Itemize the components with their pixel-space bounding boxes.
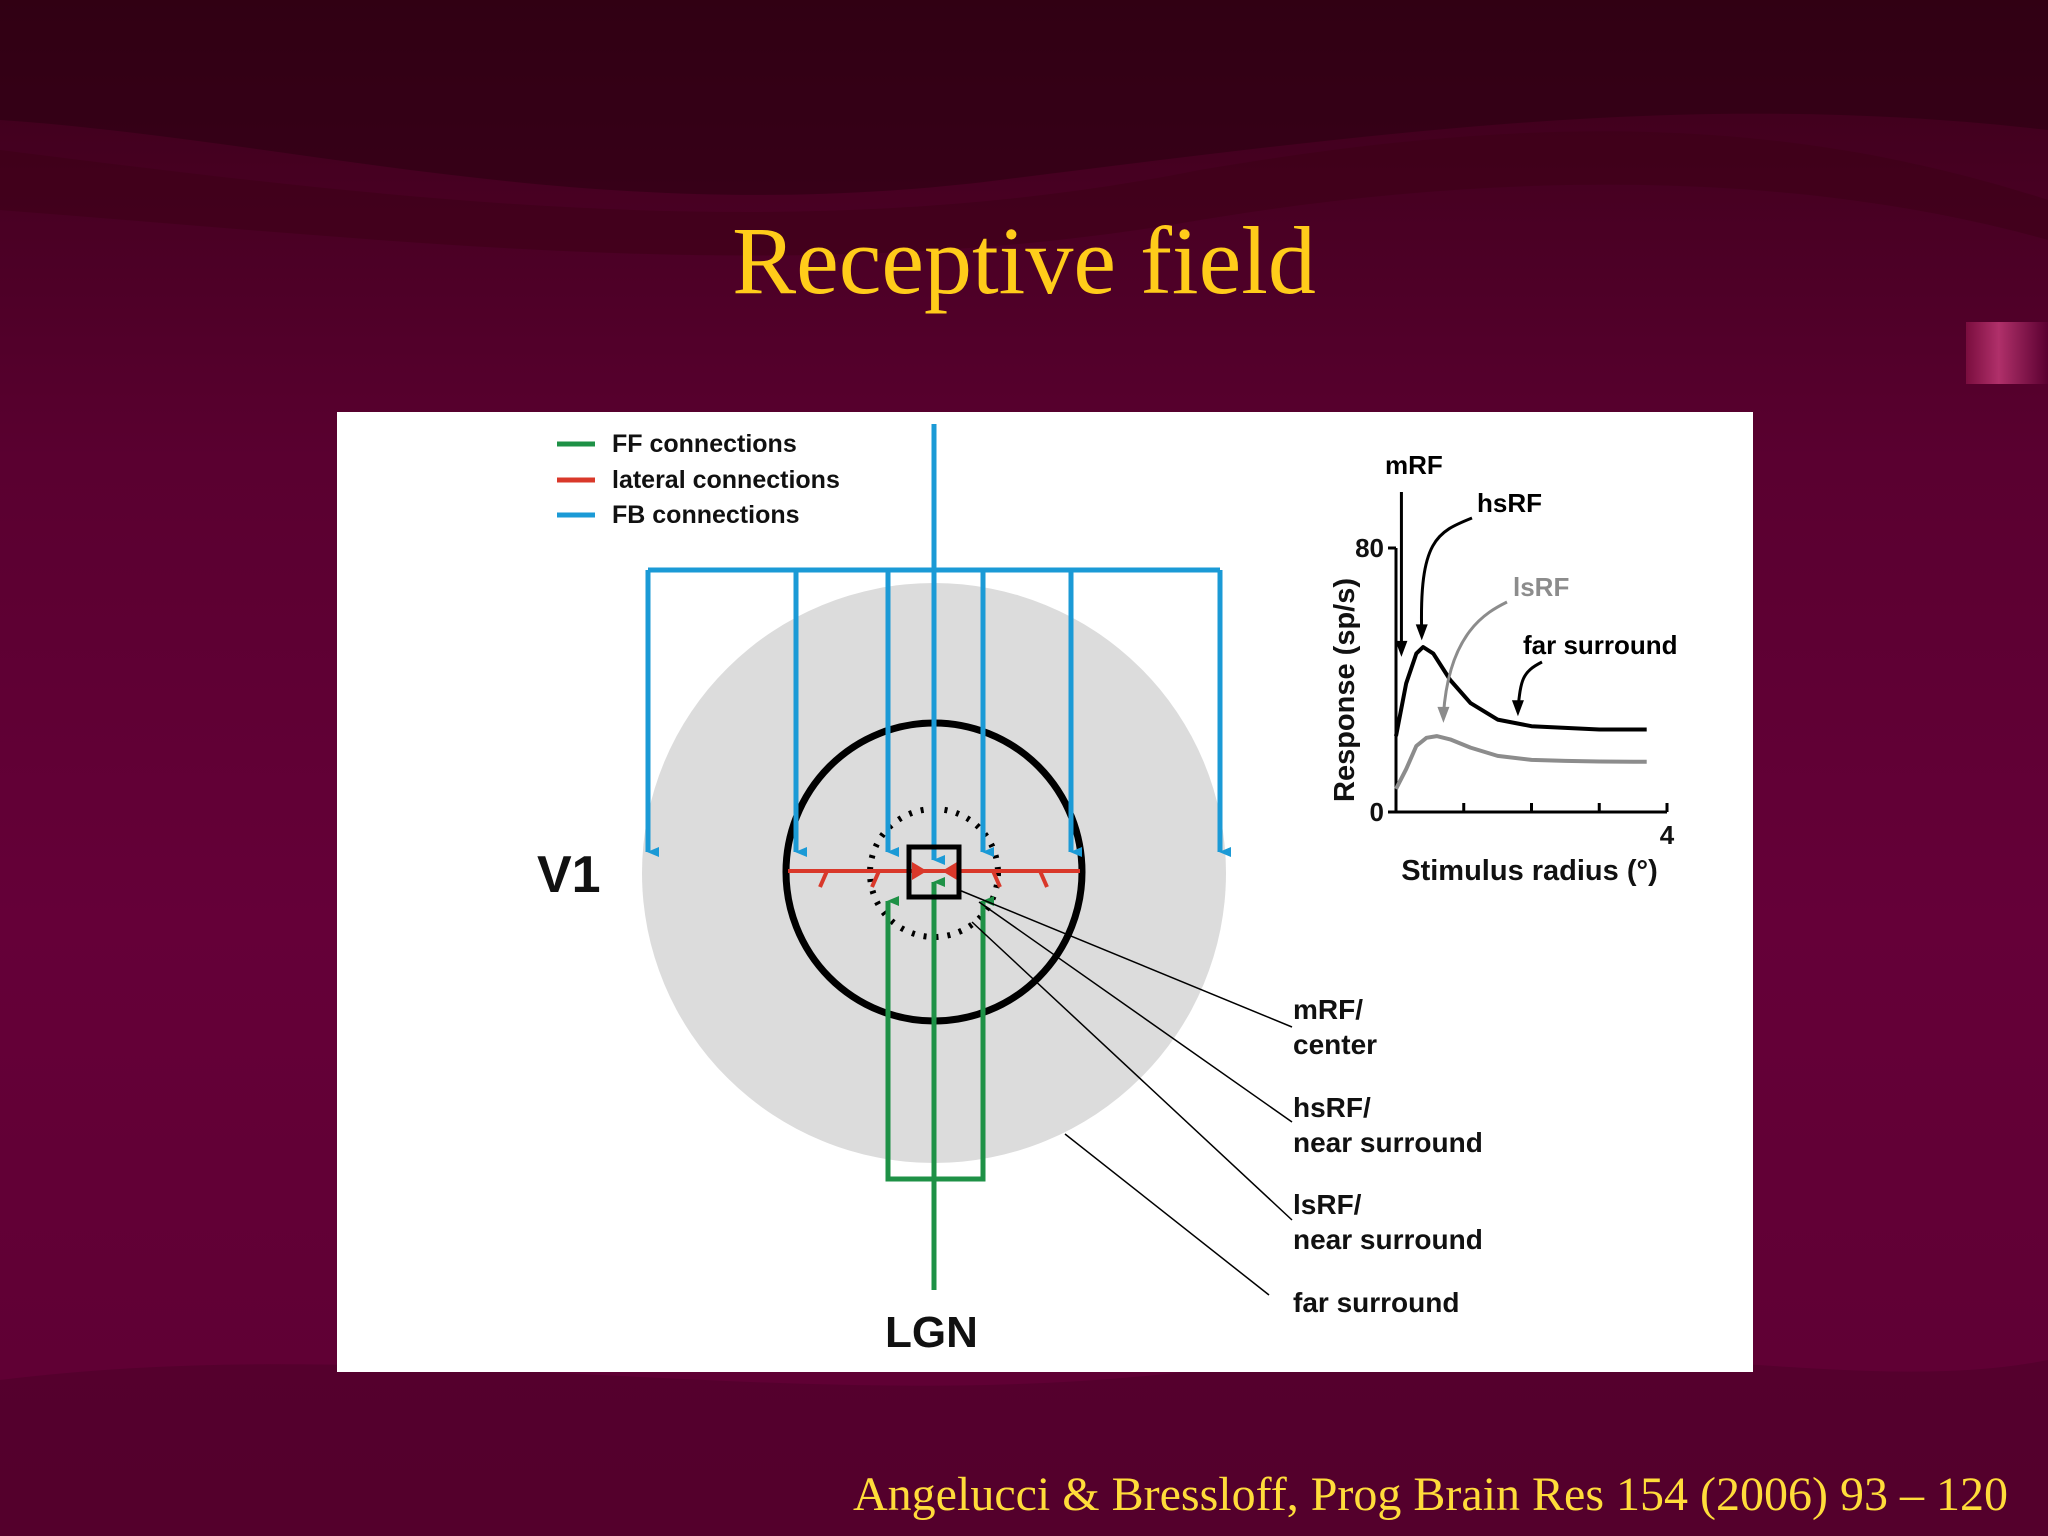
- side-decoration: [1966, 322, 2048, 384]
- annotation-arrowhead: [1415, 624, 1428, 641]
- fb-connections: [645, 424, 1231, 865]
- legend-label-fb: FB connections: [612, 501, 800, 529]
- callout-hsrf-line1: hsRF/: [1293, 1092, 1371, 1123]
- annotation-arrowhead: [1511, 700, 1524, 717]
- label-v1: V1: [537, 846, 601, 904]
- series-line-1: [1394, 734, 1647, 790]
- background-wave-bottom: [0, 1352, 2048, 1536]
- y-axis-label: Response (sp/s): [1329, 578, 1361, 802]
- annotation-arrow: [1441, 600, 1508, 716]
- lateral-connections: [788, 862, 1080, 888]
- mrf-center-square: [906, 844, 962, 900]
- annotation-arrowhead: [1437, 706, 1450, 723]
- callout-hsrf: hsRF/ near surround: [1293, 1092, 1483, 1158]
- background-wave-band: [0, 131, 2048, 256]
- annotation-label: hsRF: [1477, 488, 1542, 518]
- ff-connections: [885, 877, 994, 1290]
- legend-label-lateral: lateral connections: [612, 466, 840, 494]
- legend-label-ff: FF connections: [612, 430, 797, 458]
- x-axis-label: Stimulus radius (°): [1401, 855, 1658, 887]
- annotation-label: lsRF: [1513, 572, 1569, 602]
- annotation-arrowhead: [1395, 640, 1408, 657]
- callout-lsrf: lsRF/ near surround: [1293, 1189, 1483, 1255]
- callout-lsrf-line2: near surround: [1293, 1224, 1483, 1255]
- receptive-field-diagram: FF connections lateral connections FB co…: [537, 424, 1678, 1357]
- slide-title: Receptive field: [732, 207, 1316, 314]
- callout-hsrf-line2: near surround: [1293, 1127, 1483, 1158]
- x-tick-label: 4: [1660, 820, 1675, 850]
- callout-mrf-line1: mRF/: [1293, 994, 1363, 1025]
- background-wave-top: [0, 0, 2048, 195]
- y-tick-label: 80: [1355, 533, 1384, 563]
- annotation-arrow: [1419, 516, 1473, 635]
- figure-panel: FF connections lateral connections FB co…: [337, 412, 1753, 1372]
- annotation-label: far surround: [1523, 630, 1678, 660]
- callout-lsrf-line1: lsRF/: [1293, 1189, 1362, 1220]
- y-tick-label: 0: [1370, 797, 1384, 827]
- callout-mrf: mRF/ center: [1293, 994, 1377, 1060]
- annotation-label: mRF: [1385, 450, 1443, 480]
- series-line-0: [1394, 645, 1647, 737]
- callout-mrf-line2: center: [1293, 1029, 1377, 1060]
- citation: Angelucci & Bressloff, Prog Brain Res 15…: [853, 1468, 2008, 1521]
- label-lgn: LGN: [885, 1308, 978, 1357]
- callout-far-surround: far surround: [1293, 1287, 1459, 1318]
- callout-leader-lines: [958, 889, 1293, 1296]
